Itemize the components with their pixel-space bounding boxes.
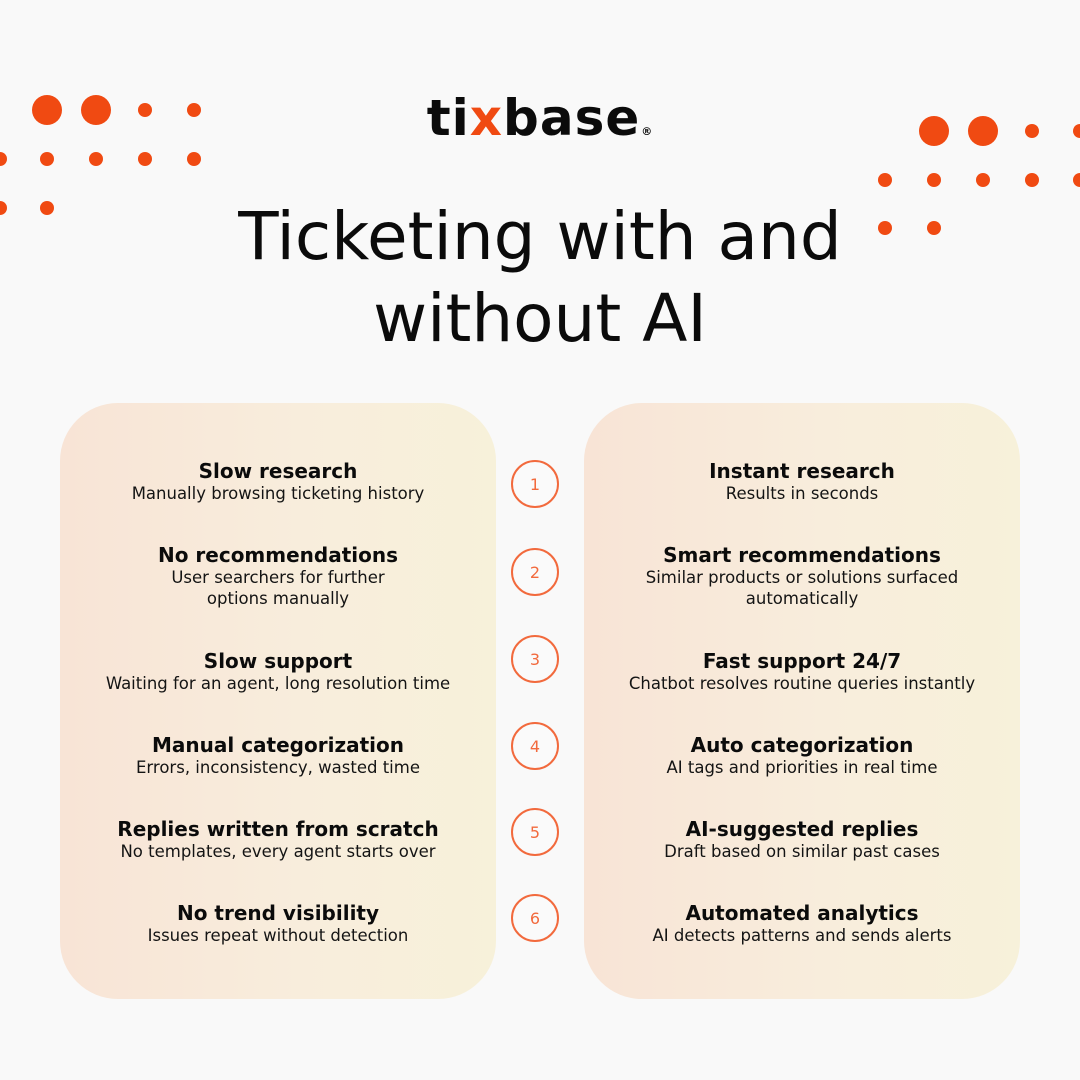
item-title: Fast support 24/7 bbox=[702, 649, 902, 673]
item-description: AI tags and priorities in real time bbox=[666, 758, 938, 777]
with-ai-item-6: Automated analytics AI detects patterns … bbox=[584, 901, 1020, 946]
item-title: Slow support bbox=[203, 649, 353, 673]
item-description: Errors, inconsistency, wasted time bbox=[136, 758, 420, 777]
with-ai-item-2: Smart recommendations Similar products o… bbox=[584, 543, 1020, 609]
item-title: Auto categorization bbox=[690, 733, 914, 757]
with-ai-item-4: Auto categorization AI tags and prioriti… bbox=[584, 733, 1020, 778]
page-title-line-2: without AI bbox=[373, 280, 707, 357]
item-title: Replies written from scratch bbox=[117, 817, 439, 841]
with-ai-item-1: Instant research Results in seconds bbox=[584, 459, 1020, 504]
item-description: Similar products or solutions surfaced a… bbox=[645, 568, 959, 608]
item-title: No trend visibility bbox=[176, 901, 380, 925]
without-ai-item-1: Slow research Manually browsing ticketin… bbox=[60, 459, 496, 504]
number-badge-6: 6 bbox=[511, 894, 559, 942]
with-ai-item-5: AI-suggested replies Draft based on simi… bbox=[584, 817, 1020, 862]
item-description: Chatbot resolves routine queries instant… bbox=[628, 674, 976, 693]
logo-text-x: x bbox=[469, 89, 504, 147]
item-title: Instant research bbox=[709, 459, 895, 483]
tixbase-logo: tixbase® bbox=[0, 88, 1080, 148]
logo-text-base: base bbox=[503, 89, 641, 147]
number-badge-3: 3 bbox=[511, 635, 559, 683]
item-title: Manual categorization bbox=[152, 733, 404, 757]
page-title: Ticketing with and without AI bbox=[0, 196, 1080, 360]
item-title: Smart recommendations bbox=[663, 543, 941, 567]
item-description: Waiting for an agent, long resolution ti… bbox=[105, 674, 451, 693]
number-badge-5: 5 bbox=[511, 808, 559, 856]
number-badge-1: 1 bbox=[511, 460, 559, 508]
without-ai-panel: Slow research Manually browsing ticketin… bbox=[60, 403, 496, 999]
with-ai-item-3: Fast support 24/7 Chatbot resolves routi… bbox=[584, 649, 1020, 694]
without-ai-item-4: Manual categorization Errors, inconsiste… bbox=[60, 733, 496, 778]
page-title-line-1: Ticketing with and bbox=[238, 198, 842, 275]
item-title: Automated analytics bbox=[685, 901, 919, 925]
without-ai-item-6: No trend visibility Issues repeat withou… bbox=[60, 901, 496, 946]
item-description: Draft based on similar past cases bbox=[664, 842, 940, 861]
item-description: Results in seconds bbox=[725, 484, 879, 503]
without-ai-item-3: Slow support Waiting for an agent, long … bbox=[60, 649, 496, 694]
item-title: No recommendations bbox=[157, 543, 399, 567]
registered-mark: ® bbox=[641, 125, 654, 138]
item-description: No templates, every agent starts over bbox=[120, 842, 436, 861]
item-title: AI-suggested replies bbox=[685, 817, 919, 841]
item-description: Issues repeat without detection bbox=[147, 926, 409, 945]
item-description: Manually browsing ticketing history bbox=[131, 484, 425, 503]
without-ai-item-2: No recommendations User searchers for fu… bbox=[60, 543, 496, 609]
number-badge-4: 4 bbox=[511, 722, 559, 770]
item-title: Slow research bbox=[198, 459, 358, 483]
with-ai-panel: Instant research Results in seconds Smar… bbox=[584, 403, 1020, 999]
item-description: User searchers for further options manua… bbox=[171, 568, 385, 608]
without-ai-item-5: Replies written from scratch No template… bbox=[60, 817, 496, 862]
item-description: AI detects patterns and sends alerts bbox=[652, 926, 952, 945]
logo-text-ti: ti bbox=[426, 89, 470, 147]
number-badge-2: 2 bbox=[511, 548, 559, 596]
